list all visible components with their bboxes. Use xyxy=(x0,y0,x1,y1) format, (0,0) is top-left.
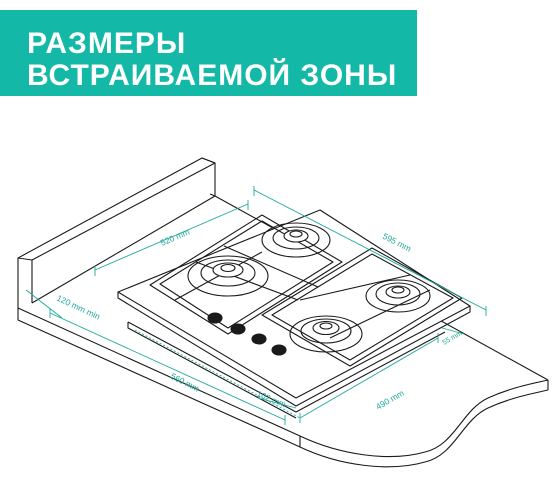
title-line-1: РАЗМЕРЫ xyxy=(27,27,187,60)
hob-panel xyxy=(117,209,471,419)
dim-wall-clearance: 120 mm min xyxy=(55,293,102,322)
burner-back-left xyxy=(261,222,331,258)
burner-back-right xyxy=(365,279,431,313)
dim-hob-width: 595 mm xyxy=(381,231,413,254)
dim-hob-depth: 520 mm xyxy=(159,227,191,248)
title-line-2: ВСТРАИВАЕМОЙ ЗОНЫ xyxy=(27,59,398,92)
dim-front-clearance: 102 mm xyxy=(255,389,287,410)
knob-3 xyxy=(251,333,267,345)
knob-1 xyxy=(207,312,223,324)
countertop xyxy=(17,157,549,468)
title-banner: РАЗМЕРЫ ВСТРАИВАЕМОЙ ЗОНЫ xyxy=(0,10,417,96)
dim-cutout-depth: 490 mm xyxy=(374,388,406,412)
control-knobs xyxy=(207,312,287,356)
knob-2 xyxy=(230,323,246,335)
knob-4 xyxy=(271,344,287,356)
grate-left xyxy=(149,214,343,335)
dimension-lines xyxy=(25,186,487,425)
burner-front-right xyxy=(289,315,363,353)
burner-front-left xyxy=(187,255,269,297)
